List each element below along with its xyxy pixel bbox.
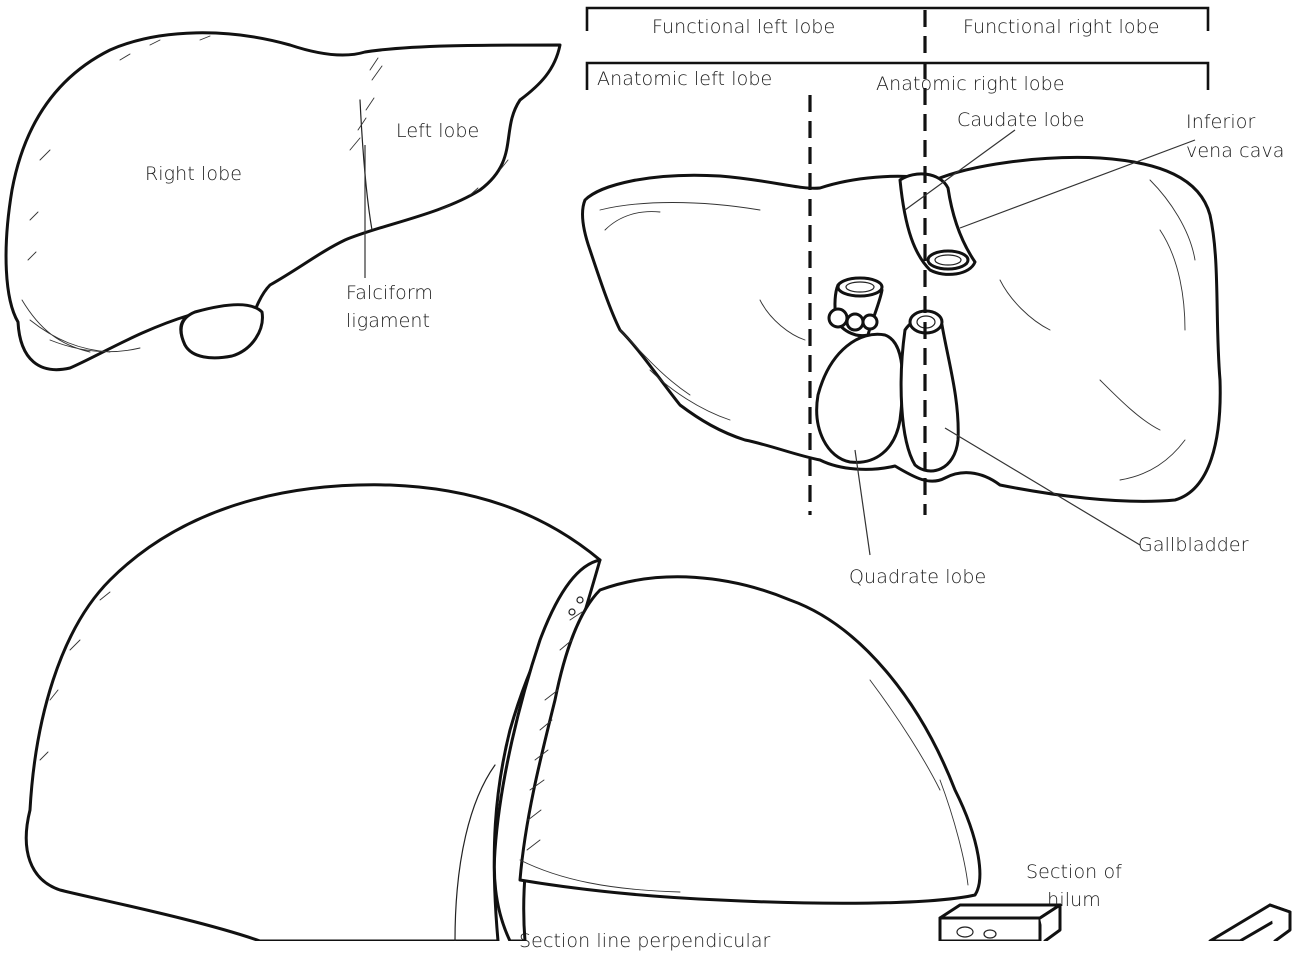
anterior-liver-view bbox=[6, 33, 560, 370]
anatomic-left-lobe-label: Anatomic left lobe bbox=[597, 67, 772, 91]
functional-left-lobe-label: Functional left lobe bbox=[652, 15, 835, 39]
section-of-hilum-label-line1: Section of bbox=[1022, 860, 1126, 884]
sectioned-liver-view bbox=[26, 485, 980, 941]
section-of-hilum-label-line2: hilum bbox=[1022, 888, 1126, 912]
inferior-vena-cava-label-line2: vena cava bbox=[1186, 139, 1285, 163]
left-lobe-label: Left lobe bbox=[396, 119, 479, 143]
falciform-ligament-label-line2: ligament bbox=[346, 309, 430, 333]
anatomic-right-lobe-label: Anatomic right lobe bbox=[876, 72, 1065, 96]
section-line-caption: Section line perpendicular bbox=[519, 929, 770, 953]
quadrate-lobe-label: Quadrate lobe bbox=[849, 565, 986, 589]
right-lobe-label: Right lobe bbox=[145, 162, 242, 186]
inferior-vena-cava-label-line1: Inferior bbox=[1186, 110, 1255, 134]
functional-right-lobe-label: Functional right lobe bbox=[963, 15, 1160, 39]
falciform-ligament-label-line1: Falciform bbox=[346, 281, 433, 305]
caudate-lobe-label: Caudate lobe bbox=[957, 108, 1085, 132]
gallbladder-label: Gallbladder bbox=[1138, 533, 1249, 557]
